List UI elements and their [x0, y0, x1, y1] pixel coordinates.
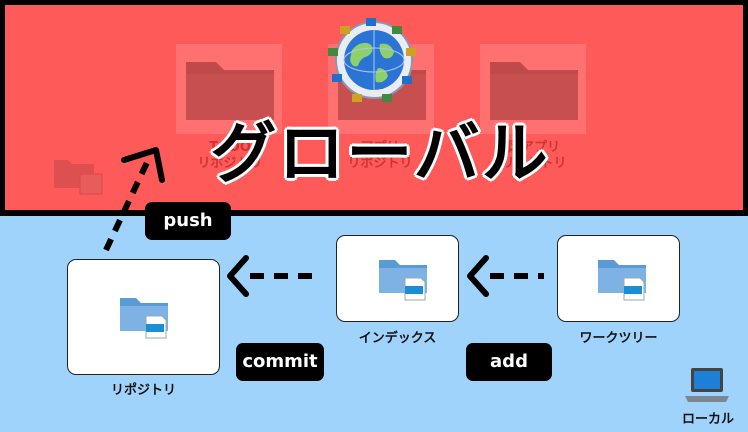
faded-repo-todo-label: TODO リポジトリ — [160, 140, 300, 172]
repository-node — [67, 259, 220, 375]
local-label: ローカル — [681, 412, 734, 427]
worktree-node — [557, 235, 680, 322]
faded-repo-todo — [176, 44, 282, 134]
push-badge: push — [145, 202, 231, 240]
faded-repo-todo-line1: TODO — [209, 140, 251, 155]
faded-repo-zu-app — [480, 44, 586, 134]
commit-badge: commit — [236, 343, 324, 381]
index-label: インデックス — [358, 331, 437, 346]
repository-icon — [120, 298, 168, 339]
worktree-icon — [598, 260, 646, 301]
index-icon — [379, 260, 427, 301]
folder-icon — [490, 62, 578, 120]
add-arrow — [467, 255, 544, 297]
faded-repo-zu-app-label: 図アプリ リポジトリ — [464, 140, 604, 172]
index-node — [336, 235, 459, 322]
push-arrow — [103, 147, 165, 252]
laptop-icon — [685, 368, 729, 402]
commit-arrow — [227, 255, 318, 297]
faded-repo-stack-icon — [54, 160, 103, 195]
worktree-label: ワークツリー — [579, 331, 658, 346]
faded-repo-app-line2: リポジトリ — [347, 156, 413, 171]
faded-repo-zu-app-line1: 図アプリ — [507, 140, 560, 155]
global-title: グローバル — [209, 114, 550, 193]
repository-label: リポジトリ — [110, 383, 176, 398]
globe-icon — [328, 18, 416, 102]
faded-repo-app-line1: アプリ — [360, 140, 400, 155]
faded-repo-zu-app-line2: リポジトリ — [501, 156, 567, 171]
faded-repo-app-label: アプリ リポジトリ — [310, 140, 450, 172]
faded-repo-todo-line2: リポジトリ — [197, 156, 263, 171]
add-badge: add — [466, 343, 552, 381]
folder-icon — [186, 62, 274, 120]
